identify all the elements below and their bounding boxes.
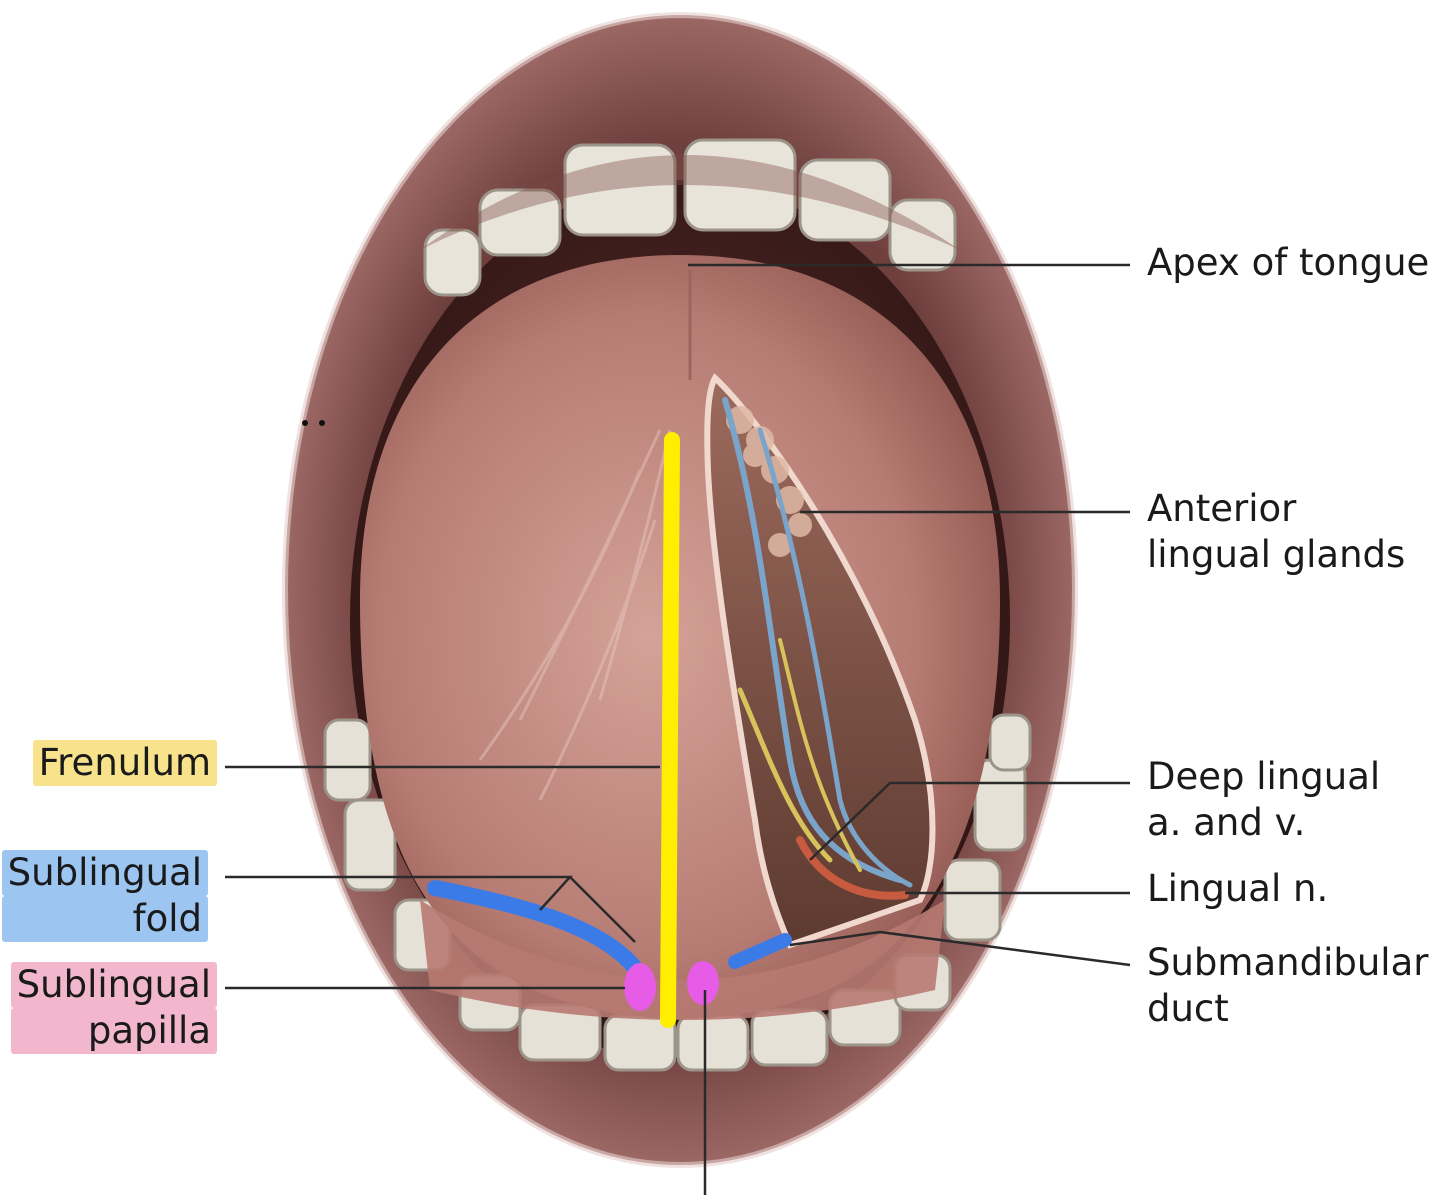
sublingual-papilla-marker-left [624, 963, 656, 1011]
upper-teeth [423, 138, 957, 297]
lip-highlight [282, 12, 1078, 1168]
floor-of-mouth [420, 900, 945, 1020]
sublingual-fold-marker-right [728, 933, 792, 969]
label-apex-of-tongue: Apex of tongue [1147, 241, 1430, 284]
label-submandibular-duct: Submandibular duct [1147, 941, 1429, 1030]
deep-lingual-vessels [722, 397, 913, 900]
leader-lines [225, 263, 1131, 1195]
sublingual-fold-marker-left [427, 880, 643, 976]
label-frenulum: Frenulum [32, 740, 217, 786]
label-sublingual-papilla: Sublingual papilla [10, 962, 217, 1054]
label-anterior-lingual-glands: Anterior lingual glands [1147, 487, 1406, 576]
sublingual-papilla-marker-right [687, 961, 719, 1005]
label-sublingual-fold: Sublingual fold [1, 850, 208, 942]
label-deep-lingual-a-and-v: Deep lingual a. and v. [1147, 755, 1381, 844]
frenulum-marker [660, 432, 680, 1028]
dissection-window [704, 373, 936, 949]
label-lingual-n: Lingual n. [1147, 867, 1329, 910]
